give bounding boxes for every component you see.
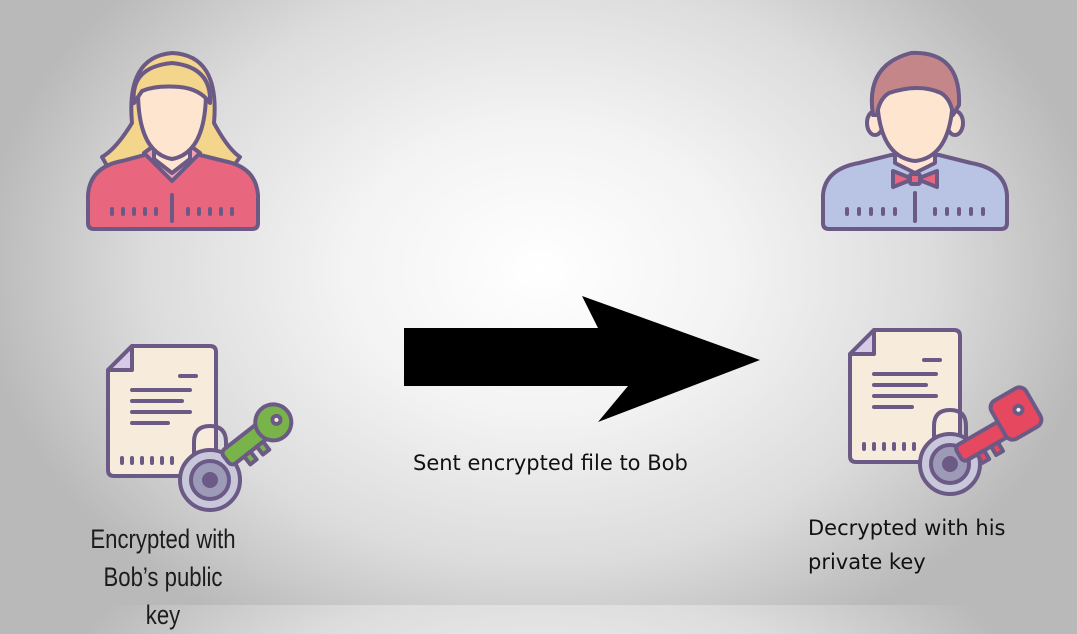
man-avatar xyxy=(815,45,1015,235)
woman-avatar xyxy=(80,45,265,235)
decrypted-caption: Decrypted with his private key xyxy=(808,511,1048,579)
encrypted-caption-line2: Bob’s public key xyxy=(103,562,223,630)
arrow-label: Sent encrypted file to Bob xyxy=(413,451,688,475)
encrypted-caption: Encrypted with Bob’s public key xyxy=(85,520,241,634)
encrypted-document xyxy=(100,338,300,513)
document-lock-key-icon xyxy=(106,344,294,512)
woman-avatar-icon xyxy=(86,51,260,231)
right-arrow-icon xyxy=(404,296,760,422)
decrypted-document xyxy=(842,322,1052,502)
decrypted-caption-line2: private key xyxy=(808,550,926,574)
document-lock-key-icon xyxy=(848,328,1044,496)
decrypted-caption-line1: Decrypted with his xyxy=(808,516,1006,540)
encrypted-caption-line1: Encrypted with xyxy=(90,524,236,554)
transfer-arrow xyxy=(404,296,764,426)
man-avatar-icon xyxy=(821,50,1009,231)
